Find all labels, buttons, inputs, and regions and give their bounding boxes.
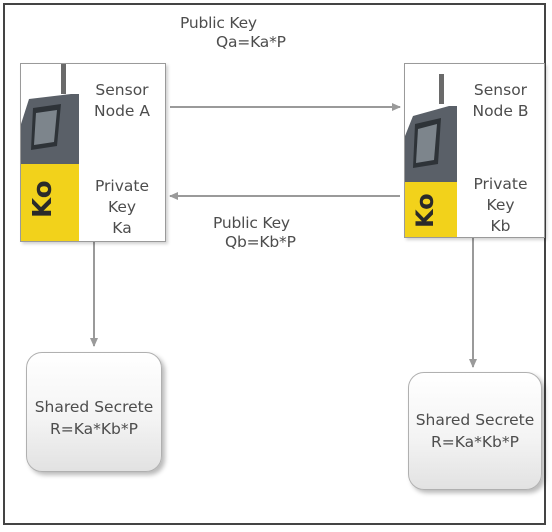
- sensor-device-icon: Ko: [405, 64, 457, 237]
- public-key-a-formula: Qa=Ka*P: [216, 33, 286, 51]
- sensor-device-icon: Ko: [21, 64, 79, 241]
- node-b-key-line1: Private Key: [473, 175, 528, 214]
- node-a-title-line2: Node A: [94, 102, 150, 120]
- public-key-a-line1: Public Key: [180, 14, 257, 32]
- secret-a-line1: Shared Secrete: [34, 398, 154, 416]
- shared-secret-b: Shared Secrete R=Ka*Kb*P: [408, 372, 542, 490]
- secret-a-formula: R=Ka*Kb*P: [50, 420, 138, 438]
- node-b-title-line2: Node B: [472, 102, 529, 120]
- public-key-b-line1: Public Key: [213, 214, 290, 232]
- node-b-title-line1: Sensor: [473, 81, 528, 99]
- node-b-private-key: Private Key Kb: [457, 174, 544, 237]
- node-a-title: Sensor Node A: [79, 80, 165, 122]
- sensor-node-a: Ko Sensor Node A Private Key Ka: [20, 63, 166, 242]
- node-b-key-line2: Kb: [490, 217, 511, 235]
- secret-b-line1: Shared Secrete: [415, 411, 535, 429]
- public-key-b-formula: Qb=Kb*P: [225, 233, 296, 251]
- public-key-a-label: Public Key Qa=Ka*P: [180, 14, 290, 52]
- node-a-key-line2: Ka: [112, 219, 132, 237]
- node-a-key-line1: Private Key: [94, 177, 150, 216]
- shared-secret-a: Shared Secrete R=Ka*Kb*P: [26, 352, 162, 472]
- secret-b-formula: R=Ka*Kb*P: [431, 433, 519, 451]
- device-mark: Ko: [411, 193, 439, 228]
- node-a-title-line1: Sensor: [95, 81, 149, 99]
- public-key-b-label: Public Key Qb=Kb*P: [213, 214, 333, 252]
- node-b-title: Sensor Node B: [457, 80, 544, 122]
- sensor-node-b: Ko Sensor Node B Private Key Kb: [404, 63, 545, 238]
- device-mark: Ko: [28, 180, 58, 218]
- node-a-private-key: Private Key Ka: [79, 176, 165, 239]
